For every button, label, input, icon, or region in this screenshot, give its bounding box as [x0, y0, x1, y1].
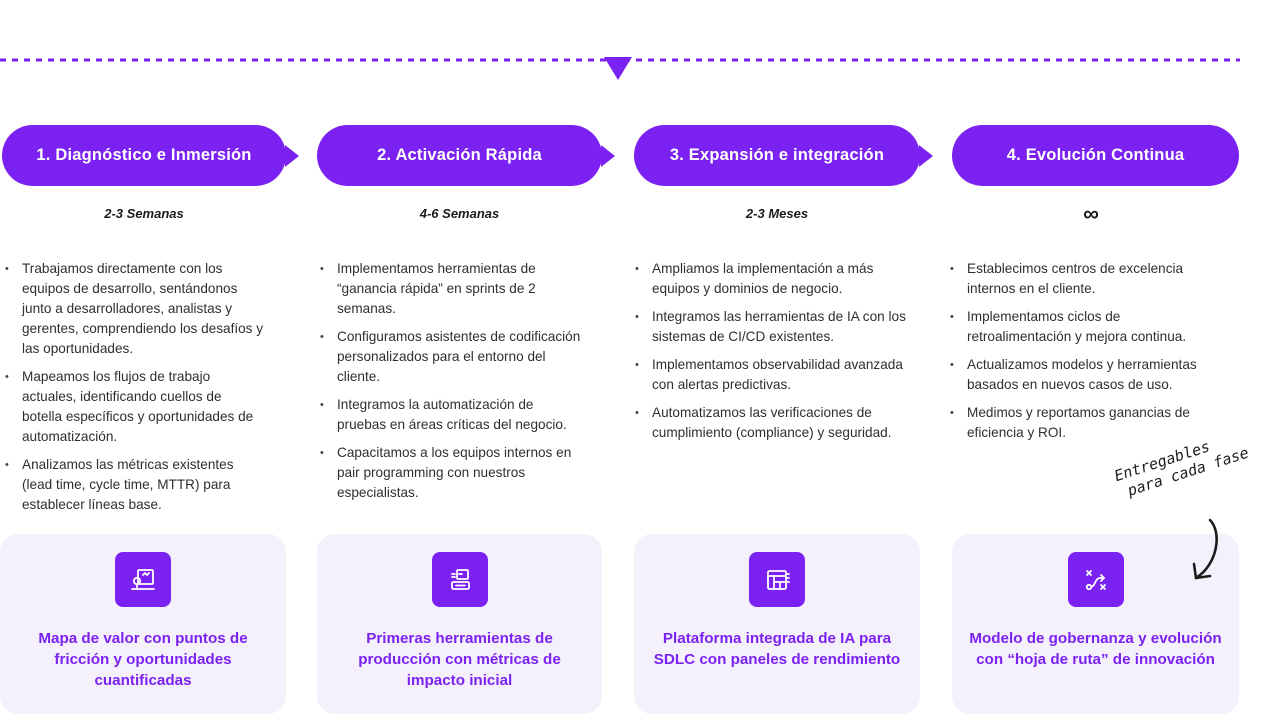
phase-4-bullets: Establecimos centros de excelencia inter… — [950, 259, 1221, 451]
curved-arrow-icon — [1192, 518, 1218, 580]
phase-4-deliverable-card: Modelo de gobernanza y evolución con “ho… — [952, 534, 1239, 714]
map-pin-icon — [115, 552, 171, 607]
phase-3-title: 3. Expansión e integración — [634, 125, 920, 186]
list-item: Trabajamos directamente con los equipos … — [5, 259, 264, 359]
list-item: Integramos la automatización de pruebas … — [320, 395, 585, 435]
list-item: Medimos y reportamos ganancias de eficie… — [950, 403, 1221, 443]
timeline-marker-triangle — [604, 57, 632, 80]
phase-4-deliverable: Modelo de gobernanza y evolución con “ho… — [969, 630, 1222, 668]
toolbox-icon — [431, 552, 488, 607]
phase-2-deliverable-card: Primeras herramientas de producción con … — [317, 534, 602, 714]
phase-2-arrow — [601, 145, 615, 167]
route-icon — [1067, 552, 1124, 607]
phase-1-deliverable-card: Mapa de valor con puntos de fricción y o… — [0, 534, 286, 714]
list-item: Implementamos ciclos de retroalimentació… — [950, 307, 1221, 347]
list-item: Ampliamos la implementación a más equipo… — [635, 259, 906, 299]
list-item: Mapeamos los flujos de trabajo actuales,… — [5, 367, 264, 447]
list-item: Implementamos herramientas de “ganancia … — [320, 259, 585, 319]
phase-3-deliverable: Plataforma integrada de IA para SDLC con… — [653, 630, 901, 668]
phase-1-bullets: Trabajamos directamente con los equipos … — [5, 259, 264, 523]
phase-3-deliverable-card: Plataforma integrada de IA para SDLC con… — [634, 534, 920, 714]
phase-1-title: 1. Diagnóstico e Inmersión — [2, 125, 286, 186]
phase-1-duration: 2-3 Semanas — [104, 206, 184, 221]
phase-2-bullets: Implementamos herramientas de “ganancia … — [320, 259, 585, 511]
phase-1-deliverable: Mapa de valor con puntos de fricción y o… — [38, 630, 248, 689]
list-item: Establecimos centros de excelencia inter… — [950, 259, 1221, 299]
phase-3-arrow — [919, 145, 933, 167]
list-item: Integramos las herramientas de IA con lo… — [635, 307, 906, 347]
list-item: Configuramos asistentes de codificación … — [320, 327, 585, 387]
phase-4-title: 4. Evolución Continua — [952, 125, 1239, 186]
list-item: Automatizamos las verificaciones de cump… — [635, 403, 906, 443]
phase-1-arrow — [285, 145, 299, 167]
timeline-dotted-line — [0, 58, 1240, 62]
phase-2-deliverable: Primeras herramientas de producción con … — [358, 630, 561, 689]
phase-2-duration: 4-6 Semanas — [419, 206, 500, 221]
list-item: Implementamos observabilidad avanzada co… — [635, 355, 906, 395]
list-item: Analizamos las métricas existentes (lead… — [5, 455, 264, 515]
list-item: Capacitamos a los equipos internos en pa… — [320, 443, 585, 503]
phase-2-title: 2. Activación Rápida — [317, 125, 602, 186]
list-item: Actualizamos modelos y herramientas basa… — [950, 355, 1221, 395]
phase-3-bullets: Ampliamos la implementación a más equipo… — [635, 259, 906, 451]
phase-3-duration: 2-3 Meses — [745, 206, 809, 221]
phase-4-duration: ∞ — [1083, 201, 1099, 226]
dashboard-icon — [749, 552, 805, 607]
